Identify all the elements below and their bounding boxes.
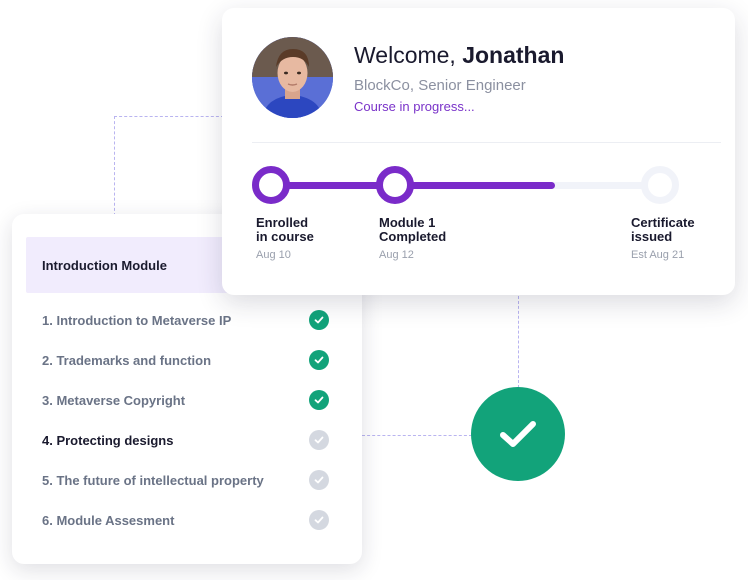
connector-line-right <box>518 296 519 388</box>
lesson-status-complete <box>309 310 329 330</box>
milestone-label-line: Enrolled <box>256 215 309 230</box>
module-title: Introduction Module <box>42 257 167 273</box>
lesson-label: 3. Metaverse Copyright <box>42 392 186 408</box>
milestone-node-certificate <box>641 166 679 204</box>
milestone-label-line: Completed <box>379 229 447 244</box>
milestone-label-line: Certificate <box>631 215 695 230</box>
milestone-date: Est Aug 21 <box>631 249 685 261</box>
connector-line-bottom <box>362 435 472 436</box>
lesson-status-incomplete <box>309 430 329 450</box>
milestone-enrolled: Enrolled in course Aug 10 <box>256 216 356 262</box>
milestone-label: Module 1 Completed <box>379 216 479 244</box>
milestone-date: Aug 10 <box>256 249 291 261</box>
lesson-item[interactable]: 6. Module Assesment <box>12 500 362 540</box>
divider <box>252 142 721 143</box>
avatar <box>252 37 333 118</box>
check-icon <box>314 396 324 404</box>
milestone-label-line: Module 1 <box>379 215 436 230</box>
lesson-label: 2. Trademarks and function <box>42 352 212 368</box>
lesson-status-incomplete <box>309 470 329 490</box>
milestone-label-line: issued <box>631 229 673 244</box>
lesson-list: 1. Introduction to Metaverse IP 2. Trade… <box>12 300 362 540</box>
greeting-prefix: Welcome, <box>354 42 456 68</box>
lesson-status-complete <box>309 390 329 410</box>
check-icon <box>314 436 324 444</box>
lesson-label: 5. The future of intellectual property <box>42 472 264 488</box>
company-role: BlockCo, Senior Engineer <box>354 77 526 94</box>
connector-line-top <box>114 116 224 117</box>
welcome-heading: Welcome, Jonathan <box>354 42 564 69</box>
milestone-label: Certificate issued <box>631 216 731 244</box>
check-icon <box>314 516 324 524</box>
completion-check-badge <box>471 387 565 481</box>
lesson-item[interactable]: 5. The future of intellectual property <box>12 460 362 500</box>
user-name: Jonathan <box>462 42 565 68</box>
lesson-label: 1. Introduction to Metaverse IP <box>42 312 232 328</box>
milestone-certificate: Certificate issued Est Aug 21 <box>631 216 731 262</box>
milestone-label: Enrolled in course <box>256 216 356 244</box>
lesson-status-complete <box>309 350 329 370</box>
lesson-item-current[interactable]: 4. Protecting designs <box>12 420 362 460</box>
check-icon <box>500 421 536 447</box>
avatar-portrait <box>252 37 333 118</box>
lesson-item[interactable]: 3. Metaverse Copyright <box>12 380 362 420</box>
lesson-label: 4. Protecting designs <box>42 432 174 448</box>
lesson-status-incomplete <box>309 510 329 530</box>
milestone-date: Aug 12 <box>379 249 414 261</box>
milestone-node-enrolled <box>252 166 290 204</box>
check-icon <box>314 356 324 364</box>
milestone-label-line: in course <box>256 229 314 244</box>
milestone-node-module-1 <box>376 166 414 204</box>
lesson-item[interactable]: 2. Trademarks and function <box>12 340 362 380</box>
check-icon <box>314 476 324 484</box>
check-icon <box>314 316 324 324</box>
course-status: Course in progress... <box>354 99 475 114</box>
welcome-card: Welcome, Jonathan BlockCo, Senior Engine… <box>222 8 735 295</box>
lesson-label: 6. Module Assesment <box>42 512 175 528</box>
lesson-item[interactable]: 1. Introduction to Metaverse IP <box>12 300 362 340</box>
connector-line-left <box>114 116 115 216</box>
milestone-module-1: Module 1 Completed Aug 12 <box>379 216 479 262</box>
